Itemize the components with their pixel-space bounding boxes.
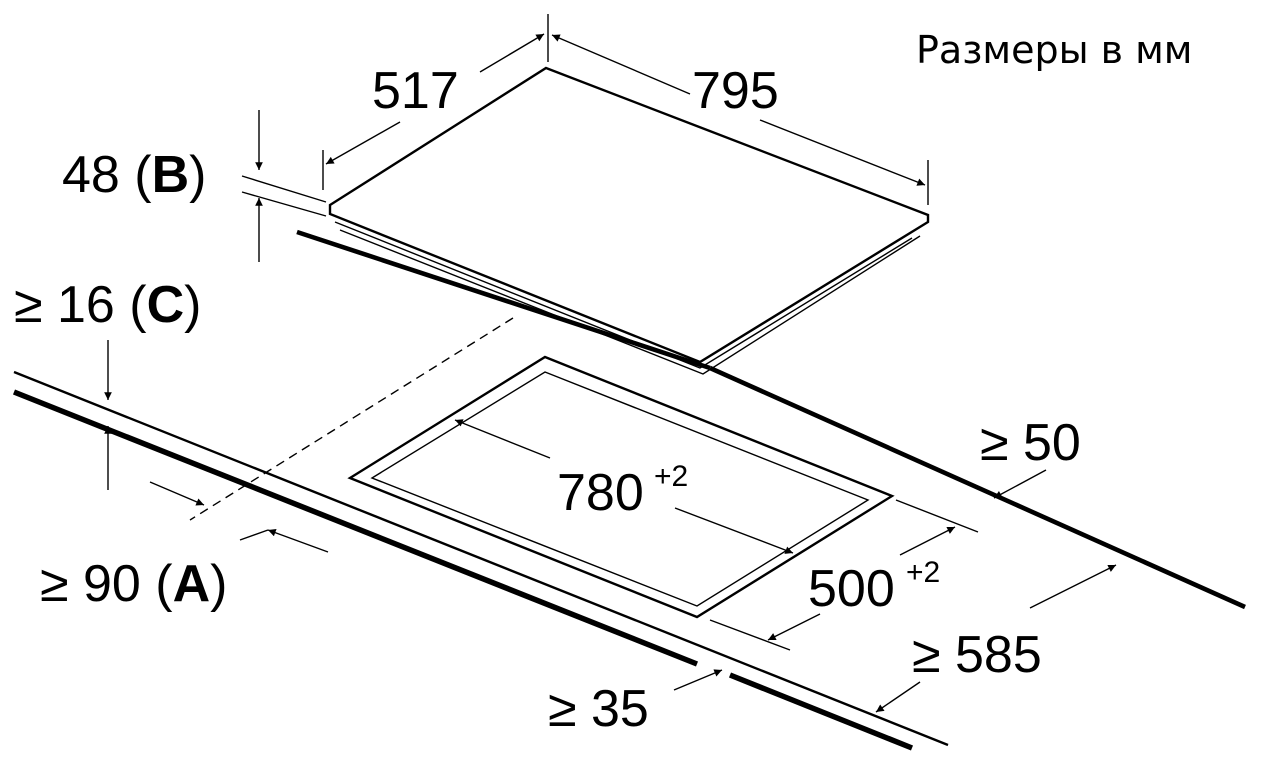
dim-worktop-depth-label: ≥ 585 <box>912 626 1042 684</box>
dim-cutout-depth-label: 500 <box>808 560 895 618</box>
worktop-rear-edge <box>709 365 1246 610</box>
hob-frame-edge <box>334 221 913 369</box>
hob-glass-top <box>328 66 930 364</box>
dim-rear-gap: ≥ 50 <box>980 414 1081 499</box>
units-note: Размеры в мм <box>916 28 1192 72</box>
worktop-front-top-edge <box>13 370 949 747</box>
hob-base-line <box>296 229 711 371</box>
dim-hob-width: 795 <box>551 34 929 205</box>
hob-lower-edge <box>339 229 921 375</box>
hob-drawing <box>296 66 930 375</box>
worktop-cutout-outer <box>347 355 895 619</box>
dim-front-gap-label: ≥ 35 <box>548 680 649 738</box>
dim-worktop-thickness: ≥ 16 (C) <box>14 276 201 490</box>
dim-front-edge-gap-label: ≥ 90 (A) <box>40 555 227 613</box>
worktop-cutout-inner <box>370 371 870 607</box>
dim-cutout-width-tolerance: +2 <box>654 460 688 493</box>
dim-worktop-thickness-label: ≥ 16 (C) <box>14 276 201 334</box>
worktop-front-bottom-edge-2 <box>728 672 914 751</box>
dim-cutout-depth: 500 +2 <box>709 499 979 651</box>
dim-front-edge-gap: ≥ 90 (A) <box>40 481 329 613</box>
dim-hob-depth-label: 517 <box>372 62 459 120</box>
dim-cutout-width-label: 780 <box>557 464 644 522</box>
dim-cutout-width: 780 +2 <box>454 419 794 554</box>
dim-hob-height-label: 48 (B) <box>62 146 207 204</box>
dim-hob-depth: 517 <box>322 14 549 190</box>
dim-worktop-depth: ≥ 585 <box>875 564 1117 713</box>
worktop-drawing <box>12 317 1246 751</box>
worktop-front-bottom-edge <box>12 389 699 667</box>
projection-dashed-line <box>189 317 514 521</box>
dim-rear-gap-label: ≥ 50 <box>980 414 1081 472</box>
dim-hob-height: 48 (B) <box>62 110 327 262</box>
dim-cutout-depth-tolerance: +2 <box>906 556 940 589</box>
dim-front-gap: ≥ 35 <box>548 669 723 738</box>
dim-hob-width-label: 795 <box>692 62 779 120</box>
